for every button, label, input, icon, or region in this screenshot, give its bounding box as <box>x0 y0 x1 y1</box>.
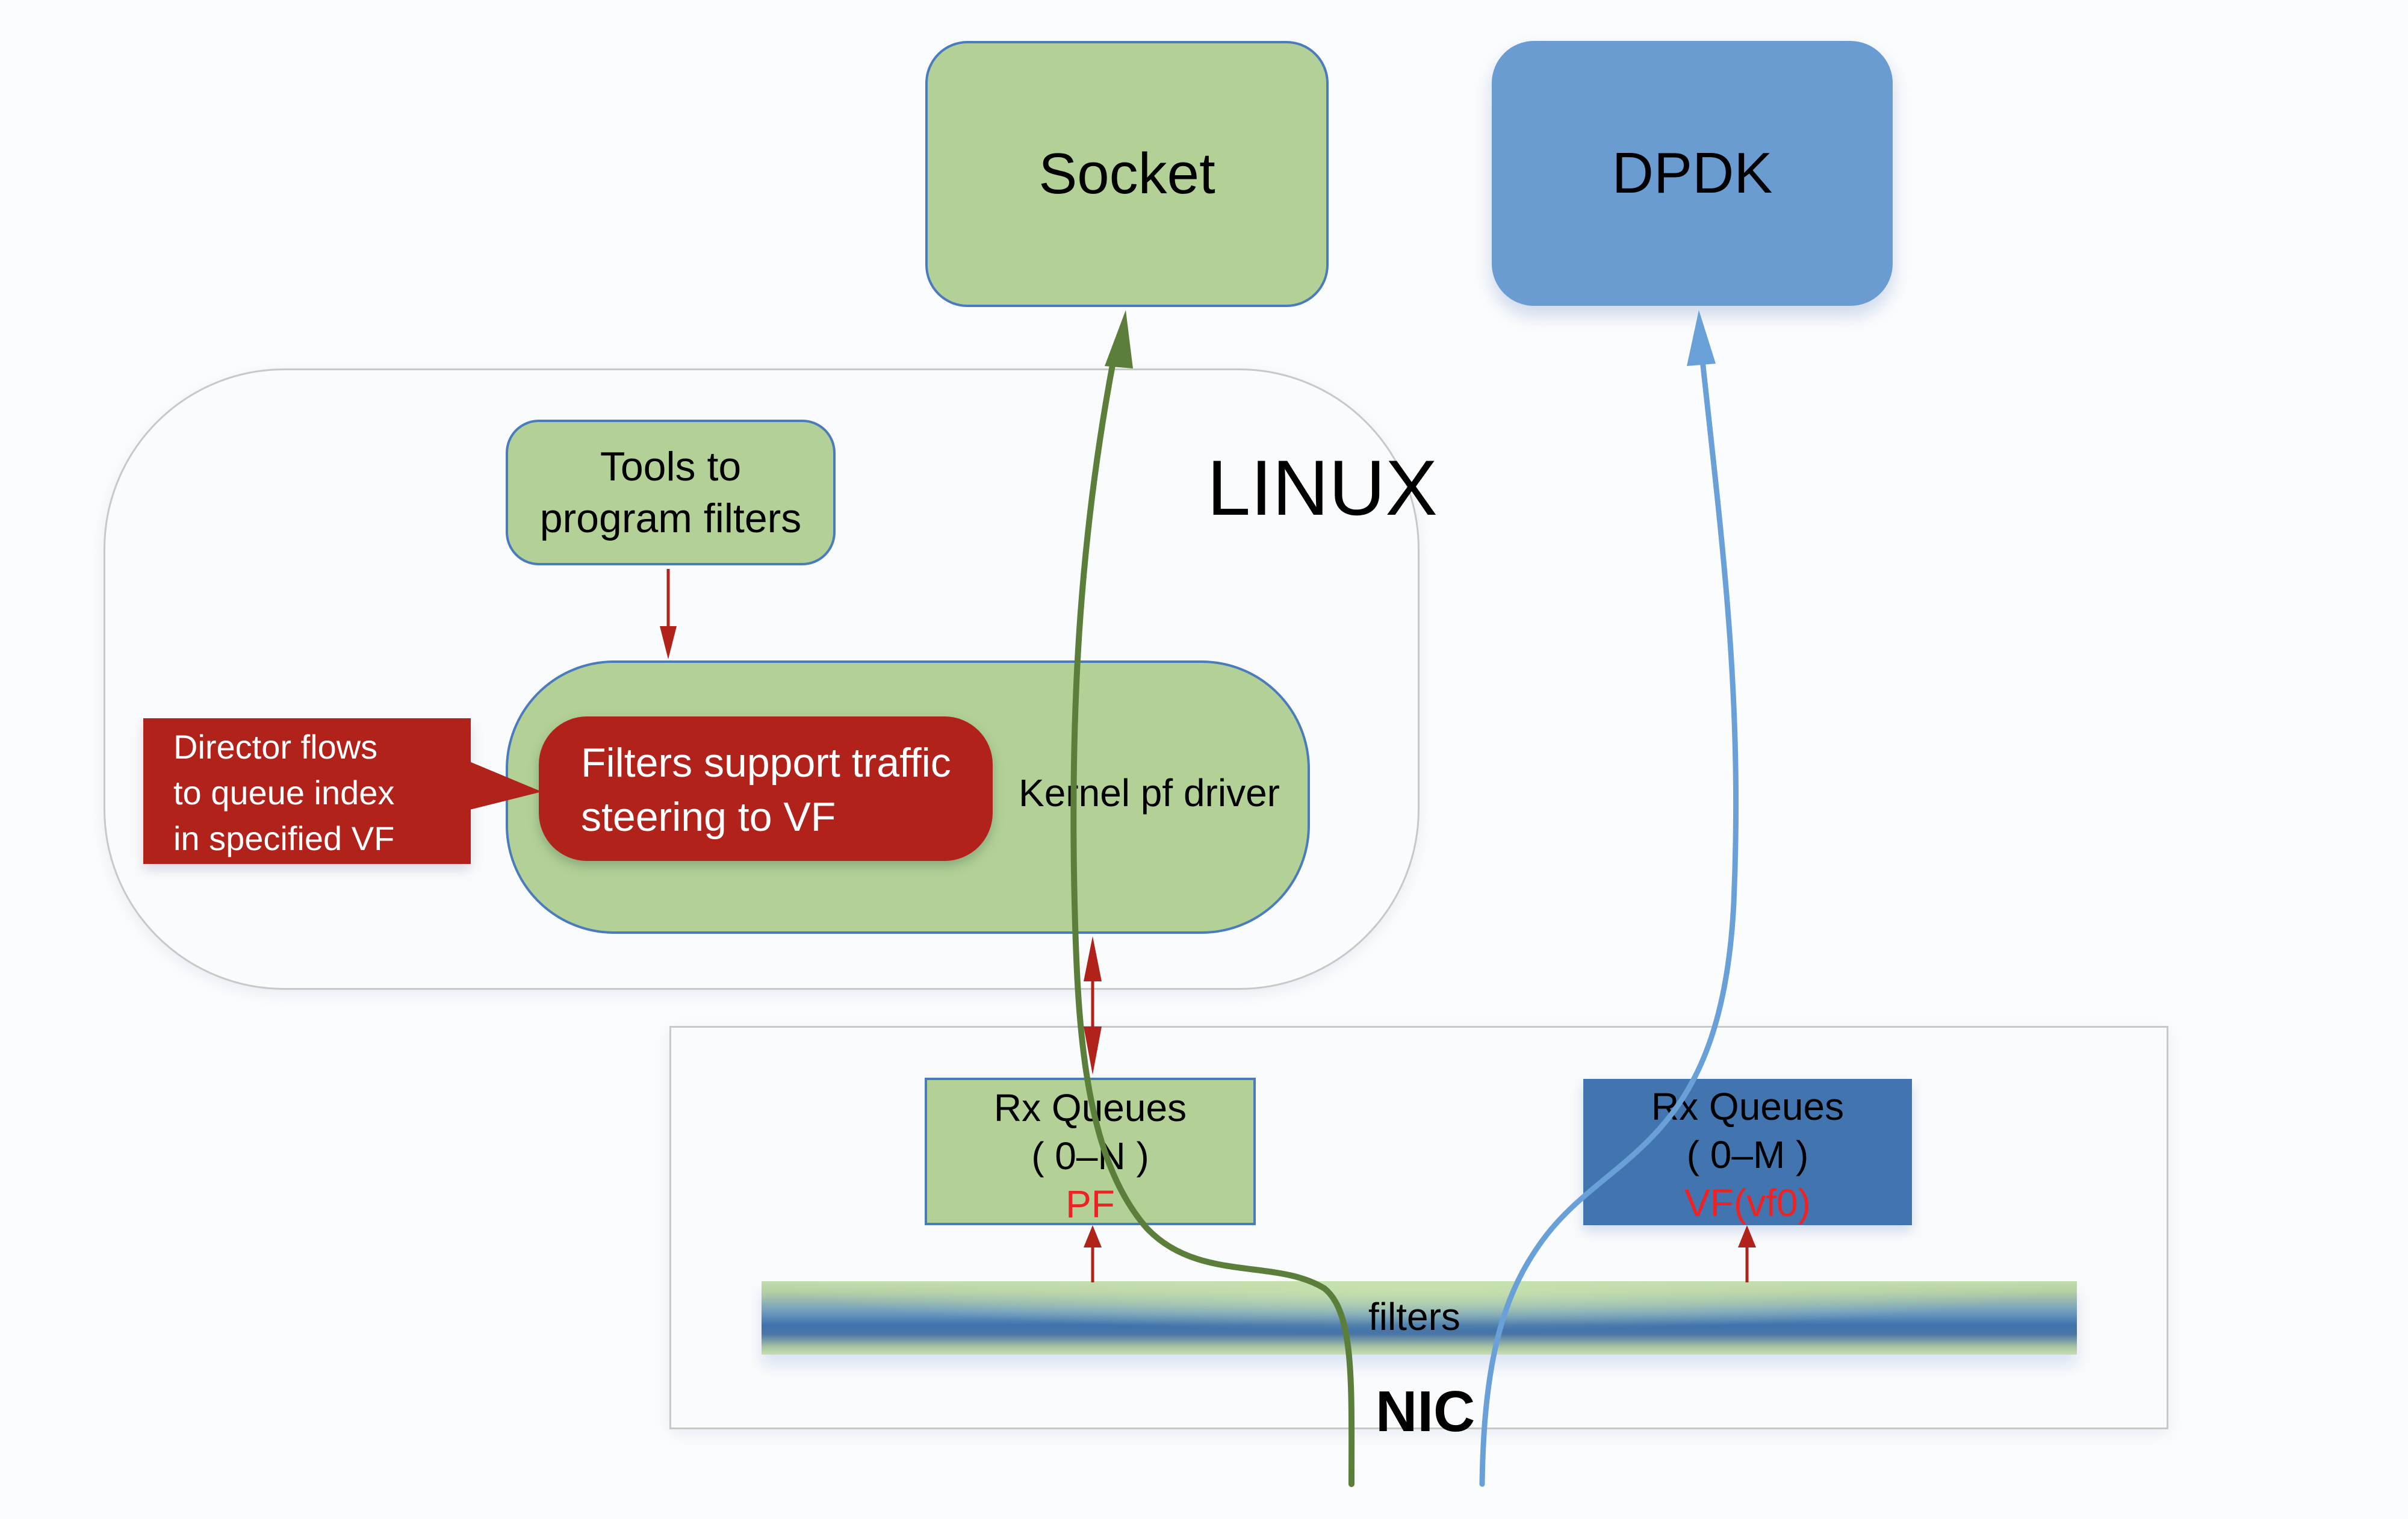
blue-path-arrowhead <box>1687 310 1716 366</box>
rx-pf-line-2: ( 0–N ) <box>1031 1134 1149 1178</box>
green-path-arrowhead <box>1105 310 1133 368</box>
tools-to-kernel-arrowhead <box>660 626 677 659</box>
rx-queues-vf-box: Rx Queues ( 0–M ) VF(vf0) <box>1583 1079 1912 1225</box>
callout-pointer <box>470 762 542 810</box>
director-line-3: in specified VF <box>173 819 395 857</box>
rx-pf-tag: PF <box>1066 1182 1115 1226</box>
kernel-rxpf-arrowhead-up <box>1084 936 1102 981</box>
filters-bar-highlight <box>762 1281 2077 1355</box>
tools-line-2: program filters <box>539 495 802 541</box>
filters-label: filters <box>1368 1295 1460 1338</box>
kernel-pf-driver-label: Kernel pf driver <box>1019 771 1280 815</box>
rx-vf-line-2: ( 0–M ) <box>1686 1133 1809 1176</box>
director-line-1: Director flows <box>173 728 378 766</box>
filters-to-rxvf-arrowhead <box>1738 1225 1756 1247</box>
nic-label: NIC <box>1376 1379 1476 1444</box>
director-callout: Director flows to queue index in specifi… <box>143 718 471 864</box>
filters-support-box: Filters support traffic steering to VF <box>539 716 993 861</box>
green-path-to-socket <box>1070 340 1355 1487</box>
socket-box: Socket <box>925 41 1329 307</box>
filters-to-rxpf-arrowhead <box>1084 1225 1102 1247</box>
rx-vf-tag: VF(vf0) <box>1684 1181 1811 1225</box>
dpdk-label: DPDK <box>1612 141 1773 205</box>
linux-label: LINUX <box>1207 444 1438 532</box>
director-line-2: to queue index <box>173 774 395 812</box>
tools-line-1: Tools to <box>600 444 742 489</box>
dpdk-box: DPDK <box>1492 41 1893 306</box>
blue-path-to-dpdk <box>1479 340 1739 1487</box>
kernel-rxpf-arrowhead-down <box>1084 1027 1102 1075</box>
filters-support-line-1: Filters support traffic <box>581 740 951 786</box>
socket-label: Socket <box>1038 141 1215 206</box>
tools-box: Tools to program filters <box>506 420 836 565</box>
filters-support-line-2: steering to VF <box>581 794 836 840</box>
nic-region <box>669 1026 2168 1429</box>
